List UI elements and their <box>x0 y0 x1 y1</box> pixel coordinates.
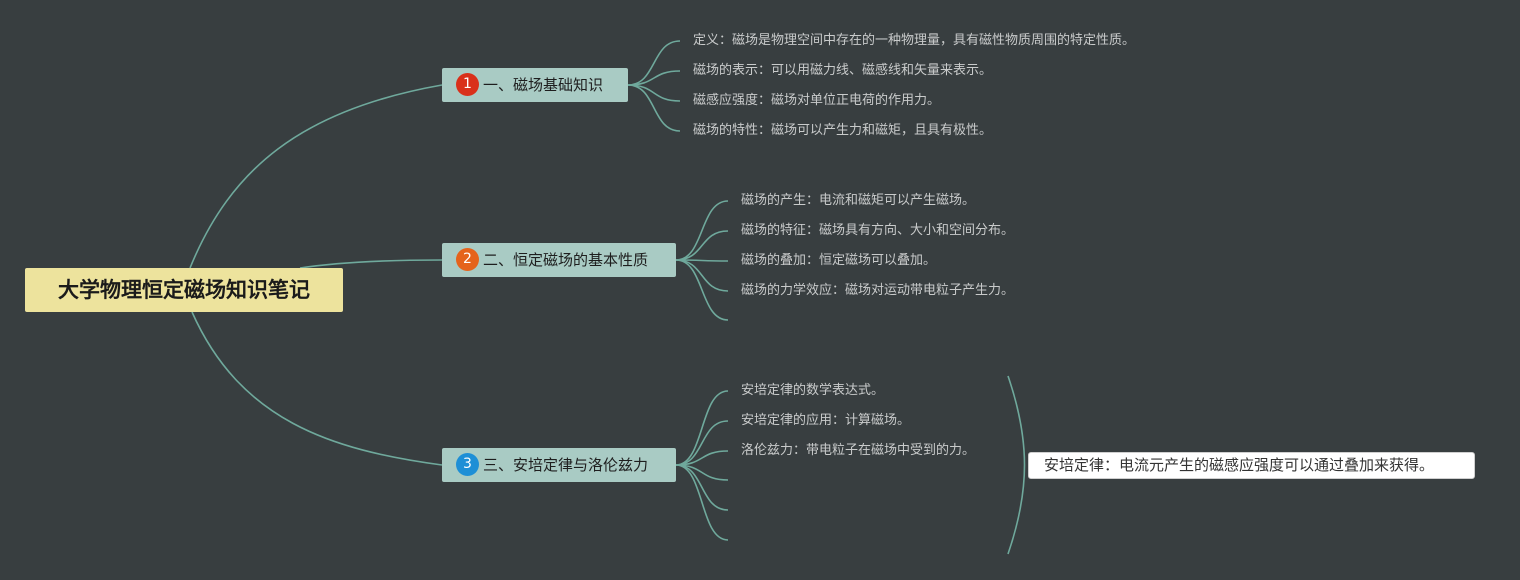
priority-1-badge-icon: 1 <box>456 73 479 96</box>
subtopic-2-2[interactable]: 磁场的特征：磁场具有方向、大小和空间分布。 <box>741 223 1015 238</box>
branch-topic-1-label: 一、磁场基础知识 <box>483 76 604 94</box>
connector-root-branch-3 <box>191 311 443 466</box>
summary-text: 安培定律：电流元产生的磁感应强度可以通过叠加来获得。 <box>1044 456 1435 474</box>
connector-branch-3-leaf-2 <box>675 420 729 466</box>
subtopic-3-3[interactable]: 洛伦兹力：带电粒子在磁场中受到的力。 <box>741 443 976 458</box>
subtopic-1-3[interactable]: 磁感应强度：磁场对单位正电荷的作用力。 <box>693 93 941 108</box>
central-topic[interactable]: 大学物理恒定磁场知识笔记 <box>25 268 343 312</box>
priority-2-badge-icon: 2 <box>456 248 479 271</box>
connector-branch-3-leaf-1 <box>675 390 729 466</box>
connector-root-branch-2 <box>299 259 443 269</box>
priority-3-badge-icon: 3 <box>456 453 479 476</box>
subtopic-1-1[interactable]: 定义：磁场是物理空间中存在的一种物理量，具有磁性物质周围的特定性质。 <box>693 33 1136 48</box>
summary-bracket <box>1007 375 1026 555</box>
connector-branch-1-leaf-4 <box>627 84 681 132</box>
connector-branch-3-leaf-6 <box>675 464 729 541</box>
branch-topic-3-label: 三、安培定律与洛伦兹力 <box>483 456 649 474</box>
summary-box[interactable]: 安培定律：电流元产生的磁感应强度可以通过叠加来获得。 <box>1028 452 1475 479</box>
connector-branch-1-leaf-1 <box>627 40 681 86</box>
subtopic-3-2[interactable]: 安培定律的应用：计算磁场。 <box>741 413 911 428</box>
subtopic-2-3[interactable]: 磁场的叠加：恒定磁场可以叠加。 <box>741 253 937 268</box>
connector-root-branch-1 <box>189 84 443 269</box>
subtopic-2-4[interactable]: 磁场的力学效应：磁场对运动带电粒子产生力。 <box>741 283 1015 298</box>
subtopic-1-2[interactable]: 磁场的表示：可以用磁力线、磁感线和矢量来表示。 <box>693 63 993 78</box>
connector-branch-2-leaf-5 <box>675 259 729 321</box>
central-topic-label: 大学物理恒定磁场知识笔记 <box>58 278 310 302</box>
connector-branch-2-leaf-1 <box>675 200 729 261</box>
connector-branch-2-leaf-4 <box>675 259 729 292</box>
connector-branch-1-leaf-3 <box>627 84 681 102</box>
subtopic-1-4[interactable]: 磁场的特性：磁场可以产生力和磁矩，且具有极性。 <box>693 123 993 138</box>
connector-branch-2-leaf-2 <box>675 230 729 261</box>
branch-topic-2-label: 二、恒定磁场的基本性质 <box>483 251 649 269</box>
subtopic-2-1[interactable]: 磁场的产生：电流和磁矩可以产生磁场。 <box>741 193 976 208</box>
subtopic-3-1[interactable]: 安培定律的数学表达式。 <box>741 383 885 398</box>
